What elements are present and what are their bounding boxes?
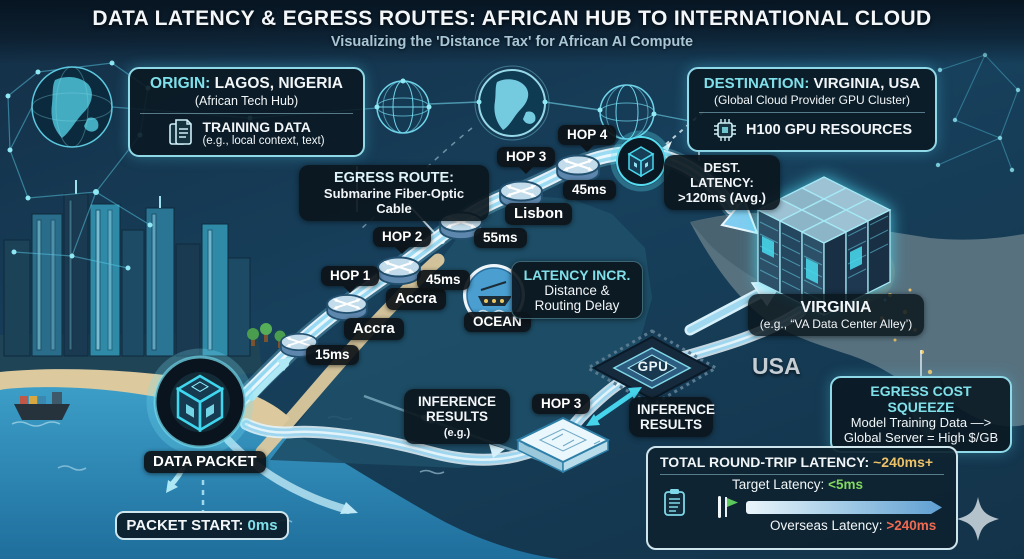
divider [660, 474, 944, 475]
target-tick-marker [718, 496, 721, 518]
data-packet-cube-icon [146, 348, 254, 456]
park-trees [247, 323, 286, 348]
egress-route-subtitle: Submarine Fiber-Optic Cable [323, 186, 465, 216]
city-accra-upper: Accra [386, 288, 446, 310]
origin-item-subtitle: (e.g., local context, text) [202, 134, 325, 147]
cargo-ship-icon [11, 392, 70, 427]
packet-start-label: PACKET START: [126, 517, 244, 534]
inference-left-label: INFERENCE RESULTS (e.g.) [404, 389, 510, 444]
egress-cost-line2: Global Server = High $/GB [843, 430, 999, 445]
globe-icon-3 [597, 84, 657, 140]
egress-cost-box: EGRESS COST SQUEEZE Model Training Data … [830, 376, 1012, 453]
gpu-chip-label: GPU [637, 359, 669, 374]
egress-route-label: EGRESS ROUTE: Submarine Fiber-Optic Cabl… [299, 165, 489, 221]
virginia-note: (e.g., “VA Data Center Alley’) [759, 317, 913, 331]
total-latency-box: TOTAL ROUND-TRIP LATENCY: ~240ms+ Target… [646, 446, 958, 550]
inference-right-line1: INFERENCE [637, 402, 716, 417]
destination-item-title: H100 GPU RESOURCES [746, 121, 912, 138]
inference-left-line2: RESULTS [425, 409, 488, 424]
divider [140, 112, 353, 114]
city-skyline [3, 180, 251, 357]
arrow-into-stack [720, 197, 759, 235]
dest-latency-line2: >120ms (Avg.) [677, 190, 767, 205]
network-switch-icon [515, 416, 611, 474]
network-mesh-right [937, 54, 1019, 171]
virginia-label: VIRGINIA (e.g., “VA Data Center Alley’) [748, 294, 924, 336]
double-arrow-icon [586, 387, 642, 426]
packet-start-box: PACKET START: 0ms [115, 511, 289, 540]
inference-left-line1: INFERENCE [417, 394, 496, 409]
inference-right-label: INFERENCE RESULTS [629, 397, 716, 437]
origin-value: LAGOS, NIGERIA [214, 75, 343, 92]
globe-chain-lines [428, 101, 691, 122]
route-swoosh-bottom [224, 436, 358, 514]
latency-hop4: 45ms [563, 180, 616, 200]
destination-subtitle: (Global Cloud Provider GPU Cluster) [713, 93, 911, 108]
origin-subtitle: (African Tech Hub) [194, 93, 299, 108]
total-latency-title: TOTAL ROUND-TRIP LATENCY: [660, 454, 870, 470]
destination-value: VIRGINIA, USA [813, 75, 921, 92]
hop3-label: HOP 3 [497, 147, 556, 174]
latency-incr-label: LATENCY INCR. Distance & Routing Delay [511, 261, 643, 319]
hop2-label: HOP 2 [373, 227, 432, 254]
clipboard-icon [662, 488, 688, 518]
dest-latency-label: DEST. LATENCY: >120ms (Avg.) [664, 155, 780, 210]
latency-hop1: 15ms [306, 345, 359, 365]
globe-icon-1 [374, 78, 432, 134]
packet-node-icon [610, 130, 672, 192]
target-latency-value: <5ms [828, 477, 863, 492]
latency-incr-line2: Routing Delay [534, 298, 620, 313]
egress-route-title: EGRESS ROUTE: [333, 170, 455, 186]
city-lisbon: Lisbon [505, 203, 573, 225]
page-subtitle: Visualizing the 'Distance Tax' for Afric… [330, 34, 694, 50]
latency-incr-line1: Distance & [544, 283, 610, 298]
usa-label: USA [752, 353, 801, 379]
flag-marker-icon [724, 496, 740, 518]
overseas-latency-value: >240ms [886, 518, 937, 533]
latency-hop2: 45ms [417, 270, 470, 290]
egress-cost-line1: Model Training Data —> [850, 415, 992, 430]
inference-left-note: (e.g.) [443, 427, 471, 439]
page-title: DATA LATENCY & EGRESS ROUTES: AFRICAN HU… [92, 7, 932, 30]
chip-icon [712, 117, 738, 143]
return-hop3-label: HOP 3 [532, 394, 591, 414]
divider [699, 112, 925, 114]
sparkle-icon [957, 497, 999, 541]
latency-progress-bar [746, 501, 942, 514]
packet-start-value: 0ms [247, 517, 278, 534]
dest-latency-line1: DEST. LATENCY: [690, 160, 754, 190]
hop4-label: HOP 4 [558, 125, 617, 152]
origin-box: ORIGIN: LAGOS, NIGERIA (African Tech Hub… [128, 67, 365, 157]
globe-icon-2 [474, 65, 550, 141]
origin-item-title: TRAINING DATA [202, 118, 311, 135]
gpu-chip-icon [585, 329, 719, 407]
city-accra-lower: Accra [344, 318, 404, 340]
hop1-label: HOP 1 [321, 266, 380, 293]
egress-cost-title: EGRESS COST SQUEEZE [870, 383, 972, 415]
document-icon [168, 118, 194, 148]
inference-right-line2: RESULTS [639, 417, 702, 432]
origin-label: ORIGIN: [150, 75, 211, 92]
ocean-ship-icon [463, 264, 525, 326]
globe-icon-left [31, 66, 113, 148]
latency-hop3: 55ms [474, 228, 527, 248]
data-packet-label: DATA PACKET [144, 451, 266, 473]
destination-box: DESTINATION: VIRGINIA, USA (Global Cloud… [687, 67, 937, 153]
virginia-title: VIRGINIA [800, 299, 872, 316]
latency-incr-title: LATENCY INCR. [523, 267, 631, 283]
overseas-latency-label: Overseas Latency: [770, 518, 883, 533]
destination-label: DESTINATION: [703, 75, 810, 92]
title-band [0, 0, 1024, 64]
total-latency-value: ~240ms+ [873, 454, 934, 470]
target-latency-label: Target Latency: [732, 477, 825, 492]
